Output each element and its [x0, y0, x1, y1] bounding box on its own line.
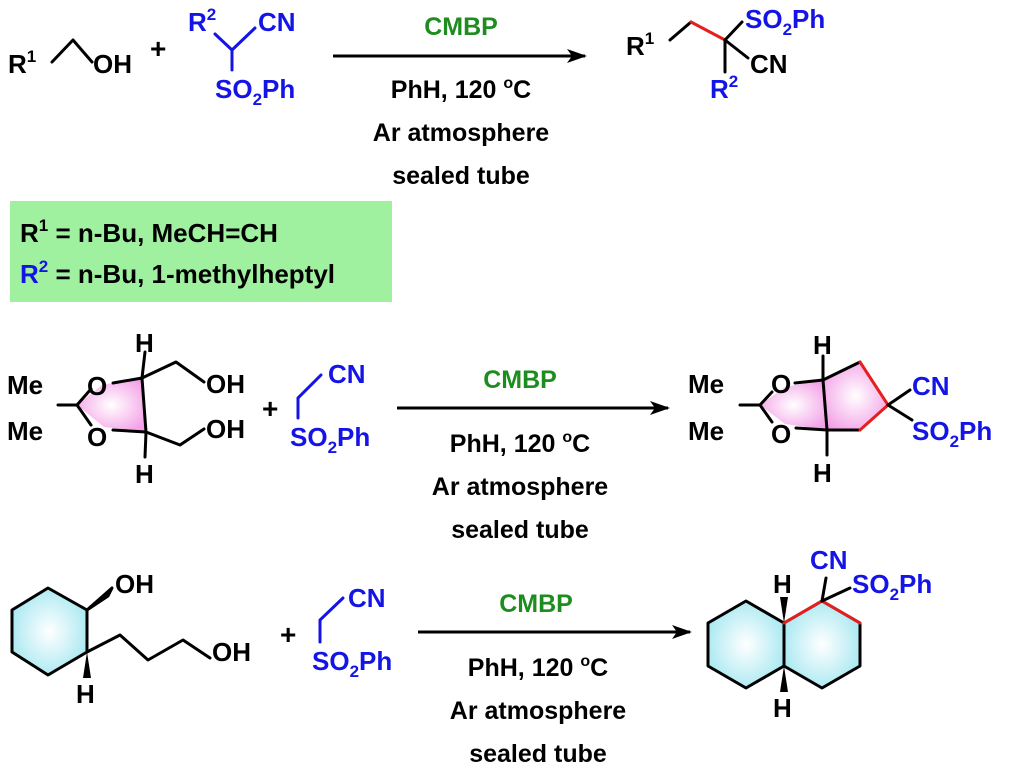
primary-alcohol: R1 OH — [8, 38, 132, 79]
svg-text:SO2Ph: SO2Ph — [312, 646, 392, 681]
nitrile-label: CN — [348, 583, 386, 613]
wedge-bond — [780, 597, 788, 623]
hydrogen-label: H — [135, 328, 154, 358]
hydrogen-label: H — [76, 679, 95, 709]
hydroxyl-label: OH — [93, 49, 132, 79]
r2-superscript: 2 — [207, 5, 216, 24]
plus-sign: + — [150, 33, 166, 64]
svg-text:SO2Ph: SO2Ph — [745, 4, 825, 39]
dioxolane-ring-fill — [760, 380, 827, 430]
r2-definition: R2 = n-Bu, 1-methylheptyl — [20, 257, 335, 289]
reagent-label: CMBP — [499, 590, 573, 618]
sulfonyl-label: SO — [852, 569, 890, 599]
reaction-3: OH H OH + CN SO2Ph CMBP PhH, 120 oC Ar a… — [10, 545, 932, 768]
solvent-temperature: PhH, 120 oC — [450, 429, 590, 458]
wedge-bond — [780, 666, 788, 692]
decalin-product: H H CN SO2Ph — [706, 545, 932, 723]
plus-sign: + — [280, 619, 296, 650]
hydrogen-label: H — [135, 459, 154, 489]
sulfonyl-label: SO — [745, 4, 783, 34]
vessel-label: sealed tube — [392, 162, 530, 190]
reaction-1: R1 OH + R2 CN SO2Ph CMBP PhH, 120 oC Ar … — [8, 4, 825, 190]
ring-fill — [77, 378, 146, 432]
alkylated-product: R1 SO2Ph CN R2 — [626, 4, 825, 104]
svg-text:SO2Ph: SO2Ph — [215, 74, 295, 109]
legend-box — [10, 201, 392, 302]
nitrile-label: CN — [912, 371, 950, 401]
hydrogen-label: H — [773, 693, 792, 723]
methyl-label: Me — [688, 369, 724, 399]
svg-text:SO2Ph: SO2Ph — [852, 569, 932, 604]
hydrogen-label: H — [813, 458, 832, 488]
sulfonyl-label: SO — [912, 416, 950, 446]
reaction-2: O O Me Me H H OH OH + CN SO2Ph CMBP PhH,… — [7, 328, 992, 544]
wedge-bond — [85, 586, 114, 612]
bicyclic-product: O O Me Me H H CN SO2Ph — [688, 330, 992, 488]
dioxolane-diol: O O Me Me H H OH OH — [7, 328, 245, 489]
atmosphere-label: Ar atmosphere — [432, 473, 609, 501]
hydroxyl-label: OH — [212, 637, 251, 667]
nitrile-label: CN — [750, 49, 788, 79]
r-label: R — [188, 7, 207, 37]
reagent-label: CMBP — [483, 366, 557, 394]
methyl-label: Me — [7, 370, 43, 400]
ring-oxygen: O — [87, 422, 107, 452]
r1-superscript: 1 — [27, 47, 36, 66]
vessel-label: sealed tube — [469, 740, 607, 768]
reagent-label: CMBP — [424, 13, 498, 41]
svg-text:R1: R1 — [626, 29, 654, 61]
sulfonyl-label: SO — [290, 422, 328, 452]
r-label: R — [8, 49, 27, 79]
r1-definition: R1 = n-Bu, MeCH=CH — [20, 216, 278, 248]
ring-oxygen: O — [771, 419, 791, 449]
methyl-label: Me — [7, 416, 43, 446]
solvent-temperature: PhH, 120 oC — [391, 75, 531, 104]
vessel-label: sealed tube — [451, 516, 589, 544]
nitrile-label: CN — [258, 7, 296, 37]
sulfonyl-label: SO — [215, 74, 253, 104]
sulfonyl-label: SO — [312, 646, 350, 676]
r-label: R — [626, 31, 645, 61]
atmosphere-label: Ar atmosphere — [450, 697, 627, 725]
solvent-temperature: PhH, 120 oC — [468, 653, 608, 682]
svg-text:R2: R2 — [188, 5, 216, 37]
hydrogen-label: H — [773, 569, 792, 599]
wedge-bond — [83, 652, 91, 678]
substituent-legend: R1 = n-Bu, MeCH=CH R2 = n-Bu, 1-methylhe… — [10, 201, 392, 302]
methyl-label: Me — [688, 416, 724, 446]
svg-text:SO2Ph: SO2Ph — [912, 416, 992, 451]
decalin-left-ring — [706, 599, 786, 690]
r-label: R — [710, 74, 729, 104]
nitrile-sulfone-reagent: CN SO2Ph — [312, 583, 392, 681]
svg-text:R1: R1 — [8, 47, 36, 79]
hydroxyl-label: OH — [115, 569, 154, 599]
hydrogen-label: H — [813, 330, 832, 360]
cyclopentane-ring-fill — [823, 362, 888, 430]
hydroxyl-label: OH — [206, 369, 245, 399]
nitrile-label: CN — [810, 545, 848, 575]
hydroxyl-label: OH — [206, 414, 245, 444]
ring-oxygen: O — [87, 371, 107, 401]
plus-sign: + — [262, 393, 278, 424]
cyclohexane-ring — [10, 586, 89, 677]
cyclohexyl-diol: OH H OH — [10, 569, 251, 709]
nitrile-sulfone-reagent: CN SO2Ph — [290, 359, 370, 457]
decalin-right-ring — [782, 599, 862, 690]
svg-text:R2: R2 — [710, 72, 738, 104]
svg-text:SO2Ph: SO2Ph — [290, 422, 370, 457]
nitrile-label: CN — [328, 359, 366, 389]
atmosphere-label: Ar atmosphere — [373, 119, 550, 147]
nitrile-sulfone-reagent: R2 CN SO2Ph — [188, 5, 296, 109]
ring-oxygen: O — [771, 369, 791, 399]
